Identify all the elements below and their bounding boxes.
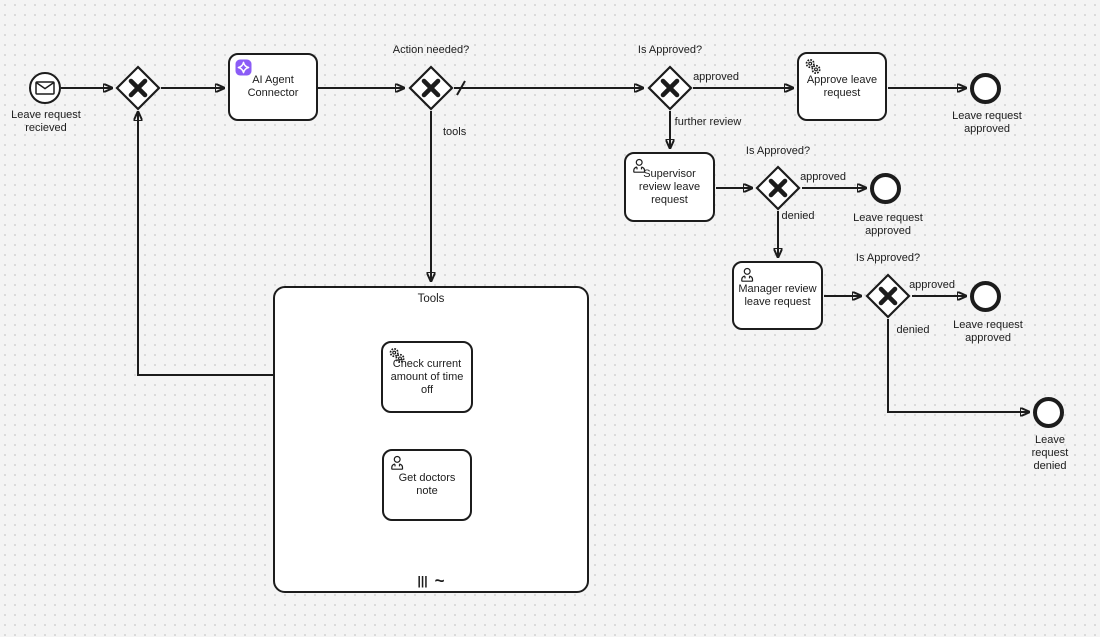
end-event-approved-3[interactable] [970, 281, 1001, 312]
envelope-icon [35, 81, 55, 95]
flow-approved3-to-end-denied[interactable] [887, 319, 1029, 412]
end-event-denied-label: Leave request denied [1031, 434, 1069, 472]
end-event-approved-2[interactable] [870, 173, 901, 204]
flow-label-approved-1: approved [693, 71, 739, 83]
user-icon [631, 158, 647, 174]
gateway-action-label: Action needed? [392, 44, 470, 56]
subprocess-markers: ||| ~ [417, 571, 445, 590]
exclusive-gateway-action-needed[interactable] [408, 65, 454, 111]
subprocess-tools[interactable]: Tools ||| ~ [273, 286, 589, 593]
end-event-approved-1[interactable] [970, 73, 1001, 104]
end-event-approved-2-label: Leave request approved [853, 212, 923, 237]
task-ai-agent-connector[interactable]: AI Agent Connector [228, 53, 318, 121]
subprocess-title: Tools [417, 293, 445, 305]
flow-label-further-review: further review [674, 116, 742, 128]
flow-label-denied-1: denied [781, 210, 815, 222]
flow-tools-back-to-main-gateway[interactable] [138, 112, 273, 376]
flow-label-approved-3: approved [909, 279, 955, 291]
flow-label-tools: tools [443, 126, 467, 138]
task-get-doctors-note[interactable]: Get doctors note [382, 449, 472, 521]
task-label: Supervisor review leave request [638, 167, 701, 206]
end-event-denied[interactable] [1033, 397, 1064, 428]
exclusive-gateway-is-approved-2[interactable] [755, 165, 801, 211]
task-manager-review[interactable]: Manager review leave request [732, 261, 823, 330]
end-event-approved-3-label: Leave request approved [953, 319, 1023, 344]
task-approve-leave-request[interactable]: Approve leave request [797, 52, 887, 121]
task-label: Get doctors note [398, 472, 456, 497]
flow-label-denied-2: denied [896, 324, 930, 336]
ai-sparkle-icon [235, 59, 252, 76]
multi-instance-marker-icon: ||| [417, 574, 428, 588]
gateway-is-approved-2-label: Is Approved? [745, 145, 811, 157]
gateway-is-approved-3-label: Is Approved? [855, 252, 921, 264]
task-label: Check current amount of time off [390, 357, 464, 396]
exclusive-gateway-is-approved-1[interactable] [647, 65, 693, 111]
start-event-label: Leave request recieved [11, 109, 81, 134]
task-label: Manager review leave request [738, 282, 817, 308]
end-event-approved-1-label: Leave request approved [952, 110, 1022, 135]
task-label: AI Agent Connector [247, 74, 299, 99]
flow-label-approved-2: approved [800, 171, 846, 183]
task-check-time-off[interactable]: Check current amount of time off [381, 341, 473, 413]
gears-icon [804, 58, 823, 76]
gears-icon [388, 347, 407, 365]
default-flow-marker [456, 80, 466, 96]
task-supervisor-review[interactable]: Supervisor review leave request [624, 152, 715, 222]
exclusive-gateway-is-approved-3[interactable] [865, 273, 911, 319]
gateway-is-approved-1-label: Is Approved? [637, 44, 703, 56]
task-label: Approve leave request [806, 73, 878, 99]
user-icon [739, 267, 755, 283]
adhoc-marker-icon: ~ [434, 571, 445, 590]
start-event-leave-request[interactable] [29, 72, 61, 104]
user-icon [389, 455, 405, 471]
exclusive-gateway-main[interactable] [115, 65, 161, 111]
